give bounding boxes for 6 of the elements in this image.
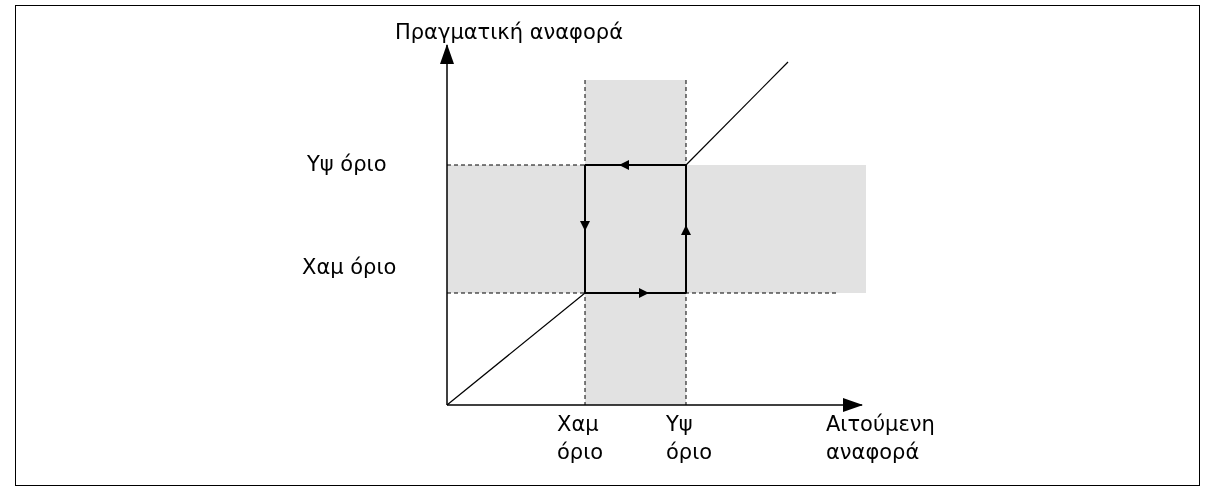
axis-title: Πραγματική αναφορά xyxy=(395,19,623,46)
axis-tick-label: Χαμ όριο xyxy=(557,411,605,466)
axis-tick-label: Υψ όριο xyxy=(307,151,387,178)
axis-tick-label: Υψ όριο xyxy=(666,411,714,466)
axis-title: Αιτούμενη αναφορά xyxy=(826,411,936,466)
axis-tick-label: Χαμ όριο xyxy=(302,254,397,281)
